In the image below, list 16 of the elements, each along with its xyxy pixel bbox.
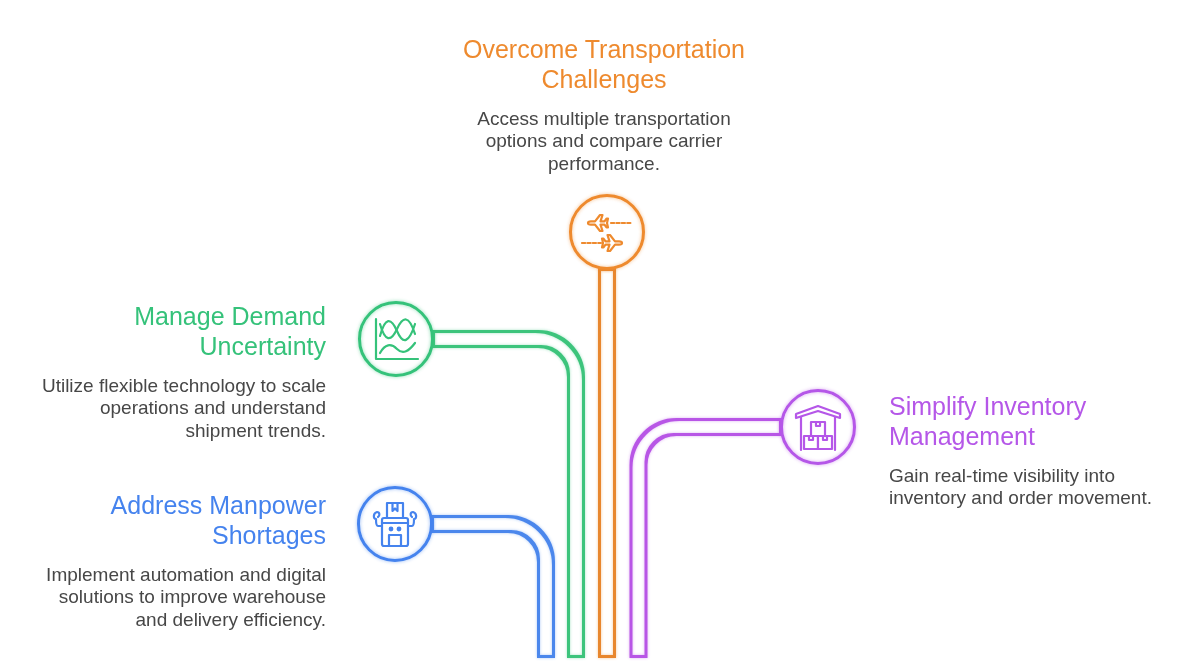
- icon-circle: [569, 194, 645, 270]
- tube-connector: [629, 418, 782, 658]
- heading: Simplify Inventory Management: [889, 391, 1088, 451]
- tube-connector: [432, 330, 585, 658]
- tube-connector: [598, 268, 616, 658]
- description: Implement automation and digital solutions to improve warehouse and delivery efficiency.: [45, 563, 326, 632]
- heading: Overcome Transportation Challenges: [461, 34, 747, 94]
- description: Access multiple transportation options and compare carrier performance.: [476, 107, 732, 176]
- icon-circle: [358, 301, 434, 377]
- icon-circle: [357, 486, 433, 562]
- description: Gain real-time visibility into inventory and order movement.: [889, 464, 1153, 510]
- heading: Address Manpower Shortages: [109, 490, 326, 550]
- heading: Manage Demand Uncertainty: [133, 301, 326, 361]
- tube-connector: [431, 515, 555, 658]
- description: Utilize flexible technology to scale operations and understand shipment trends.: [40, 374, 326, 443]
- icon-circle: [780, 389, 856, 465]
